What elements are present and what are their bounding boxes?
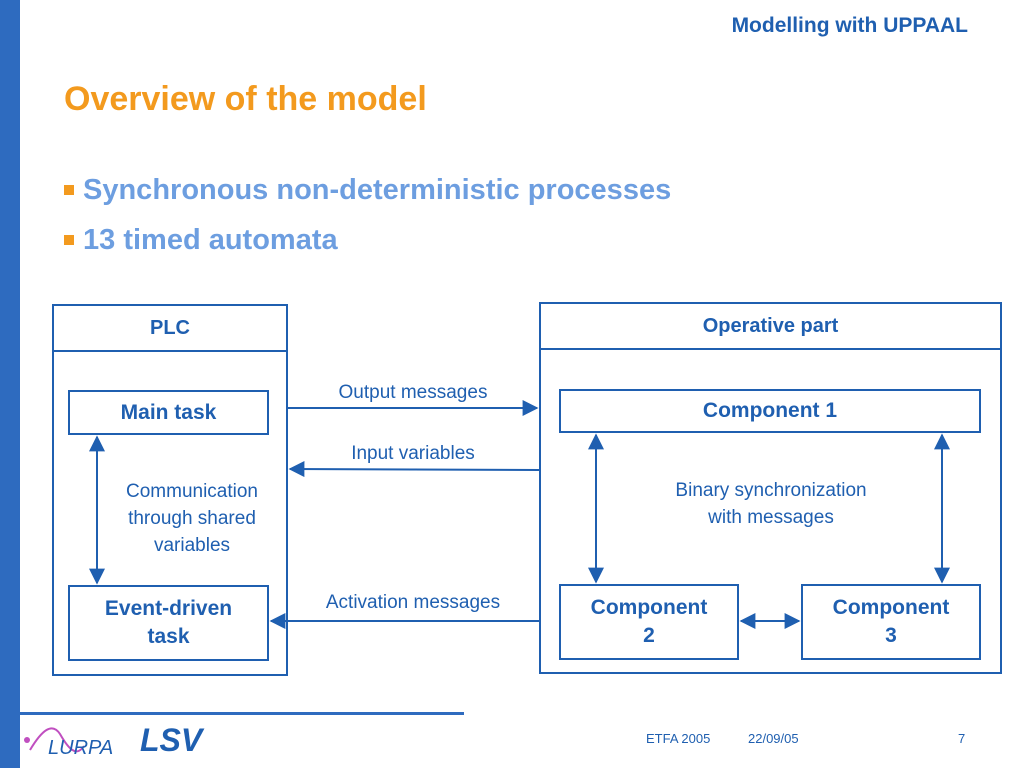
left-sidebar-bar (0, 0, 20, 768)
bullet-item: 13 timed automata (64, 224, 671, 274)
lurpa-logo: LURPA (24, 727, 113, 759)
footer-date: 22/09/05 (748, 731, 799, 746)
bullet-square-icon (64, 185, 74, 195)
activation-messages-label: Activation messages (325, 592, 501, 613)
footer-divider (20, 712, 464, 715)
plc-title: PLC (54, 306, 286, 352)
communication-label: Communication through shared variables (126, 481, 258, 556)
input-variables-label: Input variables (351, 443, 475, 464)
bullet-text: 13 timed automata (83, 224, 338, 256)
footer-conference: ETFA 2005 (646, 731, 711, 746)
output-messages-label: Output messages (338, 382, 488, 403)
bullet-item: Synchronous non-deterministic processes (64, 174, 671, 224)
component-1-node: Component 1 (559, 389, 981, 433)
bullet-list: Synchronous non-deterministic processes … (64, 174, 671, 274)
component-3-node: Component 3 (801, 584, 981, 660)
operative-part-title: Operative part (541, 304, 1000, 350)
lsv-logo: LSV (140, 722, 203, 758)
page-number: 7 (958, 731, 966, 746)
slide-title: Overview of the model (64, 80, 427, 118)
binary-sync-label: Binary synchronization with messages (675, 480, 867, 528)
bullet-square-icon (64, 235, 74, 245)
main-task-node: Main task (68, 390, 269, 435)
event-driven-task-node: Event-driven task (68, 585, 269, 661)
header-title: Modelling with UPPAAL (731, 14, 968, 37)
bullet-text: Synchronous non-deterministic processes (83, 174, 672, 206)
component-2-node: Component 2 (559, 584, 739, 660)
input-variables-arrow (288, 461, 540, 478)
lurpa-logo-text: LURPA (48, 737, 113, 759)
